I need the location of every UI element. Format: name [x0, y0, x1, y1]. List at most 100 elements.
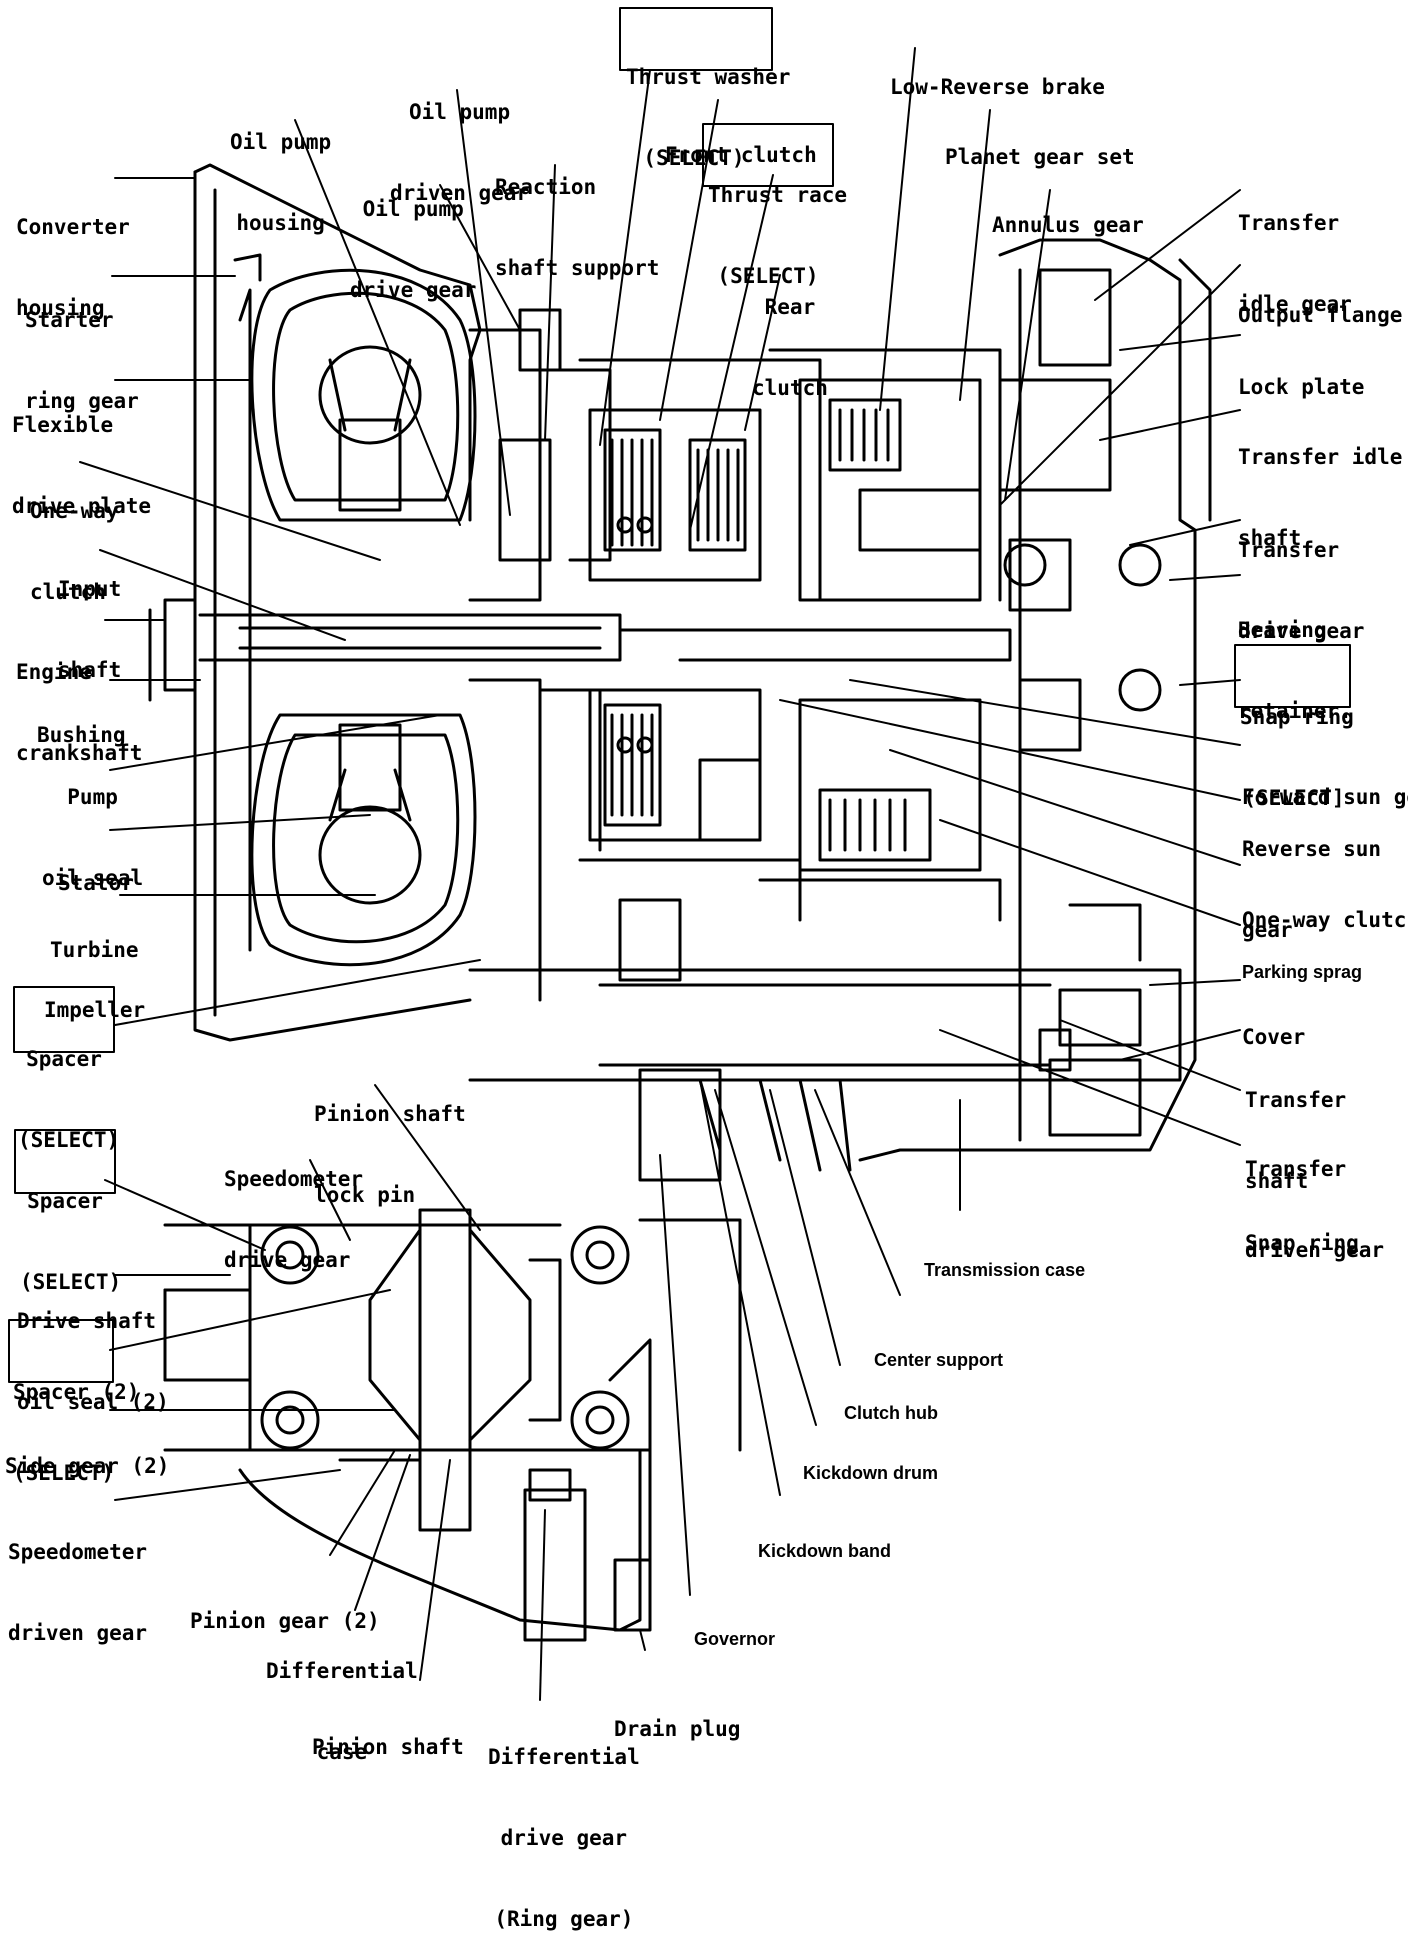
label-line: Side gear (2) — [5, 1454, 170, 1478]
label-bearing-retainer: Bearing retainer. — [1238, 563, 1352, 752]
label-line: idle gear — [1238, 292, 1352, 316]
label-line: Reverse sun — [1242, 837, 1382, 861]
label-line: Input — [58, 577, 122, 601]
clutch-packs — [578, 358, 822, 922]
label-spacer-top: Spacer (SELECT) — [18, 992, 120, 1181]
label-line: Governor — [694, 1629, 776, 1649]
label-spacer-mid: Spacer (SELECT) — [20, 1134, 122, 1323]
label-line: Differential — [488, 1745, 640, 1769]
label-cover: Cover — [1242, 970, 1305, 1078]
label-drain-plug: Drain plug — [614, 1662, 740, 1770]
label-line: retainer. — [1238, 699, 1352, 723]
label-line: Transfer — [1238, 538, 1340, 562]
label-output-flange: Output flange — [1238, 248, 1402, 356]
label-line: (SELECT] — [1243, 786, 1345, 810]
label-starter-ring-gear: Starter ring gear — [25, 253, 139, 442]
label-line: Pinion shaft — [314, 1102, 466, 1126]
label-line: Spacer — [27, 1189, 103, 1213]
label-line: Speedometer — [224, 1167, 364, 1191]
planetary-gear-set — [758, 348, 1002, 922]
label-oil-pump-driven-gear: Oil pump driven gear — [390, 45, 529, 234]
label-line: (SELECT) — [18, 1128, 120, 1152]
label-line: driven gear — [1245, 1238, 1385, 1262]
label-line: shaft — [1238, 526, 1302, 550]
label-thrust-race: Thrust race (SELECT) — [708, 128, 848, 317]
label-low-reverse-brake: Low-Reverse brake — [890, 20, 1105, 128]
label-transfer-drive-gear: Transfer drive gear — [1238, 483, 1364, 672]
label-line: Pinion shaft — [312, 1735, 464, 1759]
torque-converter — [233, 253, 477, 967]
label-line: Transfer — [1245, 1088, 1347, 1112]
label-lock-plate: Lock plate — [1238, 320, 1364, 428]
label-line: Thrust race — [708, 183, 848, 207]
label-line: Output flange — [1238, 303, 1403, 327]
label-differential-case: Differential case — [266, 1604, 418, 1793]
label-kickdown-band: Kickdown band — [758, 1496, 891, 1584]
label-line: driven gear — [8, 1621, 148, 1645]
label-planet-gear-set: Planet gear set — [945, 90, 1135, 198]
label-pinion-shaft-lock-pin: Pinion shaft lock pin — [314, 1047, 466, 1236]
label-line: Turbine — [50, 938, 139, 962]
label-line: housing — [16, 296, 105, 320]
label-line: Bearing — [1238, 618, 1327, 642]
label-line: drive gear — [500, 1826, 628, 1850]
label-line: Pump — [67, 785, 118, 809]
label-converter-housing: Converter housing — [16, 160, 130, 349]
label-rear-clutch: Rear clutch — [752, 240, 828, 429]
label-line: (SELECT) — [20, 1270, 122, 1294]
label-line: (SELECT) — [717, 264, 819, 288]
label-line: Spacer — [26, 1047, 102, 1071]
label-line: Oil pump — [362, 197, 464, 221]
label-line: Kickdown band — [758, 1541, 892, 1561]
label-line: (SELECT) — [13, 1461, 115, 1485]
label-line: Oil pump — [408, 100, 511, 124]
label-one-way-clutch-upper: One-way clutch — [30, 444, 119, 633]
label-snap-ring: Snap ring — [1245, 1176, 1359, 1284]
label-line: Drive shaft — [17, 1309, 157, 1333]
label-transfer-driven-gear: Transfer driven gear — [1245, 1102, 1384, 1291]
label-pinion-shaft: Pinion shaft — [312, 1680, 464, 1788]
label-line: Transmission case — [924, 1260, 1086, 1280]
label-forward-sun-gear: Forward sun gear — [1242, 730, 1408, 838]
label-line: Engine — [16, 660, 92, 684]
label-line: drive gear — [224, 1248, 351, 1272]
label-line: driven gear — [390, 181, 530, 205]
label-line: Drain plug — [614, 1717, 741, 1741]
label-bushing: Bushing — [37, 668, 126, 776]
label-snap-ring-select: Snap ring (SELECT] — [1240, 650, 1354, 839]
label-center-support: Center support — [874, 1305, 1003, 1393]
label-line: Forward sun gear — [1242, 785, 1408, 809]
transaxle-drawing — [8, 7, 1351, 1701]
label-pump-oil-seal: Pump oil seal — [42, 730, 143, 919]
label-line: Impeller — [44, 998, 146, 1022]
label-line: ring gear — [25, 389, 139, 413]
label-pinion-gear: Pinion gear (2) — [190, 1554, 380, 1662]
label-line: One-way — [30, 499, 119, 523]
label-line: Speedometer — [8, 1540, 148, 1564]
input-shaft-drawing — [198, 613, 1012, 662]
label-drive-shaft-oil-seal: Drive shaft oil seal (2) — [17, 1254, 169, 1443]
label-reverse-sun-gear: Reverse sun gear — [1242, 782, 1381, 971]
label-line: Lock plate — [1238, 375, 1365, 399]
label-line: Differential — [266, 1659, 418, 1683]
label-one-way-clutch-lower: One-way clutch — [1242, 853, 1408, 961]
label-line: crankshaft — [16, 741, 143, 765]
label-transfer-idle-gear: Transfer idle gear — [1238, 156, 1352, 345]
transaxle-cross-section-diagram: Thrust washer (SELECT) Low-Reverse brake… — [5, 7, 1408, 1931]
label-front-clutch: Front clutch — [665, 88, 817, 196]
label-line: Thrust washer — [626, 65, 791, 89]
label-line: Converter — [16, 215, 130, 239]
label-thrust-washer: Thrust washer (SELECT) — [620, 8, 791, 201]
label-speedometer-drive-gear: Speedometer drive gear — [224, 1112, 363, 1301]
transfer-shaft-assembly — [468, 898, 1182, 1182]
label-input-shaft: Input shaft — [58, 522, 121, 711]
label-reaction-shaft-support: Reaction shaft support — [495, 120, 659, 309]
label-line: Parking sprag — [1242, 962, 1363, 982]
label-line: drive gear — [350, 278, 477, 302]
label-transmission-case: Transmission case — [924, 1215, 1085, 1303]
label-flexible-drive-plate: Flexible drive plate — [12, 358, 151, 547]
label-speedometer-driven-gear: Speedometer driven gear — [8, 1485, 147, 1674]
label-boxes — [8, 7, 1351, 1383]
label-line: Cover — [1242, 1025, 1306, 1049]
label-line: oil seal (2) — [17, 1390, 169, 1414]
